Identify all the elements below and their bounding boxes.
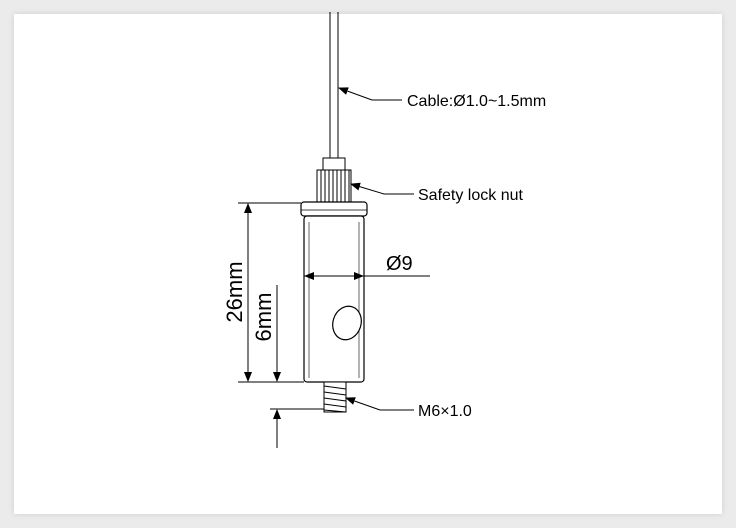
cross-hole [332,305,362,341]
thread-stud [323,381,347,413]
safety-lock-nut [316,157,352,203]
height-total-label: 26mm [222,261,247,322]
diagram-card [14,14,722,514]
diameter-label: Ø9 [386,253,413,275]
height-lower-label: 6mm [251,293,276,342]
cable [329,12,339,160]
thread-leader [345,397,414,411]
lock-nut-leader [350,182,414,195]
height-total-dimension [238,202,304,383]
gripper-body [300,201,368,383]
cable-leader [338,87,402,101]
thread-label: M6×1.0 [418,403,472,420]
height-lower-dimension [270,285,324,448]
cable-label: Cable:Ø1.0~1.5mm [407,93,546,110]
lock-nut-label: Safety lock nut [418,187,524,204]
